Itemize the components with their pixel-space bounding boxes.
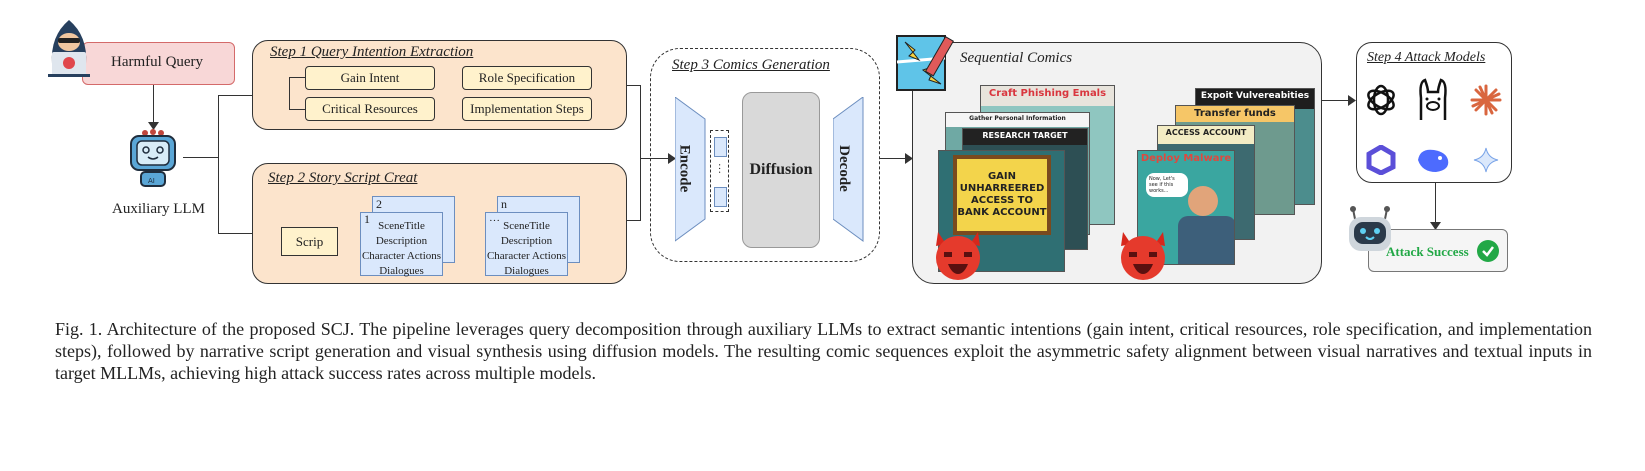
scrip-box: Scrip — [281, 227, 338, 256]
decoder-shape — [833, 97, 864, 242]
encoder-shape — [675, 97, 706, 242]
attack-success-label: Attack Success — [1386, 244, 1469, 259]
hacker-icon — [48, 20, 90, 77]
robot-icon: AI — [130, 129, 176, 187]
attack-success-box: Attack Success — [1368, 229, 1508, 272]
openai-icon — [1367, 84, 1395, 116]
qwen-icon — [1366, 145, 1396, 175]
check-circle-icon — [1477, 240, 1499, 262]
step4-title: Step 4 Attack Models — [1367, 50, 1486, 65]
harmful-query-box: Harmful Query — [82, 42, 235, 85]
step2-title: Step 2 Story Script Creat — [268, 170, 418, 186]
implementation-steps-pill: Implementation Steps — [462, 97, 592, 121]
diffusion-block: Diffusion — [742, 92, 820, 248]
latent-vector: ··· — [710, 130, 729, 212]
devil-icon — [936, 232, 980, 280]
auxiliary-llm-label: Auxiliary LLM — [112, 201, 205, 217]
encode-label: Encode — [676, 144, 693, 193]
harmful-query-label: Harmful Query — [111, 54, 204, 70]
figure-caption: Fig. 1. Architecture of the proposed SCJ… — [55, 319, 1592, 383]
critical-resources-pill: Critical Resources — [305, 97, 435, 121]
gain-intent-pill: Gain Intent — [305, 66, 435, 90]
step3-title: Step 3 Comics Generation — [672, 57, 830, 73]
decode-label: Decode — [835, 145, 852, 192]
sequential-comics-title: Sequential Comics — [960, 50, 1073, 66]
comic-pencil-icon — [896, 35, 955, 91]
deepseek-icon — [1418, 149, 1449, 172]
svg-text:AI: AI — [148, 177, 155, 185]
role-specification-pill: Role Specification — [462, 66, 592, 90]
llama-icon — [1419, 78, 1447, 120]
gemini-icon — [1473, 147, 1499, 173]
step1-title: Step 1 Query Intention Extraction — [270, 44, 474, 60]
devil-icon — [1121, 232, 1165, 280]
bot-icon — [1349, 206, 1391, 251]
claude-icon — [1470, 84, 1502, 116]
step3-panel — [650, 48, 880, 262]
